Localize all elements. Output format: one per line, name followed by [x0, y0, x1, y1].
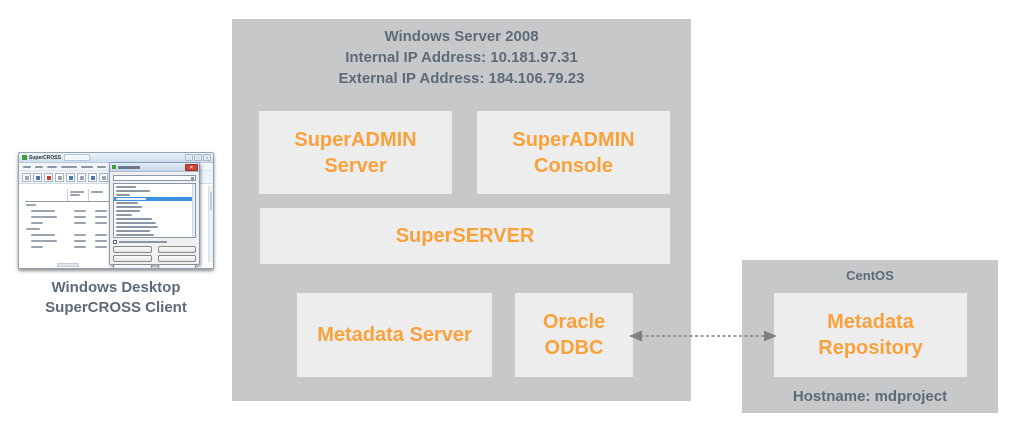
superadmin-console-label: SuperADMIN Console [512, 128, 635, 177]
field-list [113, 183, 196, 238]
toolbar-icon [88, 172, 97, 182]
caption-line-1: Windows Desktop [51, 279, 181, 296]
internal-ip: Internal IP Address: 10.181.97.31 [345, 49, 578, 66]
document-tab [63, 154, 90, 161]
checkbox-row [113, 240, 196, 244]
toolbar-icon [99, 172, 108, 182]
centos-hostname: Hostname: mdproject [792, 388, 948, 405]
superadmin-server-box: SuperADMIN Server [259, 111, 452, 194]
checkbox-icon [113, 240, 117, 244]
supercross-client-figure: SuperCROSS – □ × [14, 150, 218, 325]
toolbar-icon [44, 172, 53, 182]
toolbar-icon [33, 172, 42, 182]
app-icon [22, 155, 27, 160]
supercross-window: SuperCROSS – □ × [18, 152, 214, 269]
dialog-titlebar: × [110, 163, 199, 172]
caption-line-2: SuperCROSS Client [45, 299, 187, 316]
maximize-icon: □ [194, 154, 202, 161]
superserver-label: SuperSERVER [395, 225, 535, 247]
metadata-server-label: Metadata Server [317, 324, 472, 346]
dialog-button [157, 255, 196, 262]
list-scrollbar [192, 184, 195, 237]
metadata-repository-label: Metadata Repository [818, 311, 923, 359]
horizontal-scrollbar [57, 263, 79, 267]
toolbar-icon [66, 172, 75, 182]
superserver-box: SuperSERVER [260, 208, 670, 264]
toolbar-icon [55, 172, 64, 182]
external-ip: External IP Address: 184.106.79.23 [338, 70, 585, 87]
window-title: SuperCROSS [29, 154, 61, 161]
centos-container: CentOS Metadata Repository Hostname: mdp… [742, 260, 998, 413]
toolbar-icon [77, 172, 86, 182]
centos-title: CentOS [846, 268, 894, 283]
windows-server-header: Windows Server 2008 Internal IP Address:… [232, 26, 691, 89]
dialog-button [157, 264, 196, 268]
superadmin-server-label: SuperADMIN Server [294, 128, 417, 177]
odbc-repository-arrow [629, 326, 777, 346]
toolbar-icon [22, 172, 31, 182]
windows-server-title: Windows Server 2008 [384, 28, 539, 45]
dialog-button [157, 246, 196, 253]
metadata-repository-box: Metadata Repository [774, 293, 967, 377]
dialog-buttons [113, 246, 196, 268]
window-controls: – □ × [185, 154, 211, 161]
metadata-server-box: Metadata Server [297, 293, 492, 377]
windows-server-container: Windows Server 2008 Internal IP Address:… [232, 19, 691, 401]
dialog-button [113, 255, 152, 262]
dialog-button [113, 246, 152, 253]
fields-dialog: × [109, 162, 200, 268]
double-arrow-icon [629, 330, 777, 342]
vertical-scrollbar [208, 186, 213, 262]
dialog-icon [112, 165, 116, 169]
field-dropdown [113, 175, 196, 181]
oracle-odbc-label: Oracle ODBC [542, 311, 606, 359]
oracle-odbc-box: Oracle ODBC [515, 293, 633, 377]
close-icon: × [203, 154, 211, 161]
selected-list-item [114, 197, 195, 201]
dialog-close-icon: × [185, 164, 198, 171]
superadmin-console-box: SuperADMIN Console [477, 111, 670, 194]
client-caption: Windows Desktop SuperCROSS Client [0, 278, 232, 318]
minimize-icon: – [185, 154, 193, 161]
dialog-button [113, 264, 152, 268]
